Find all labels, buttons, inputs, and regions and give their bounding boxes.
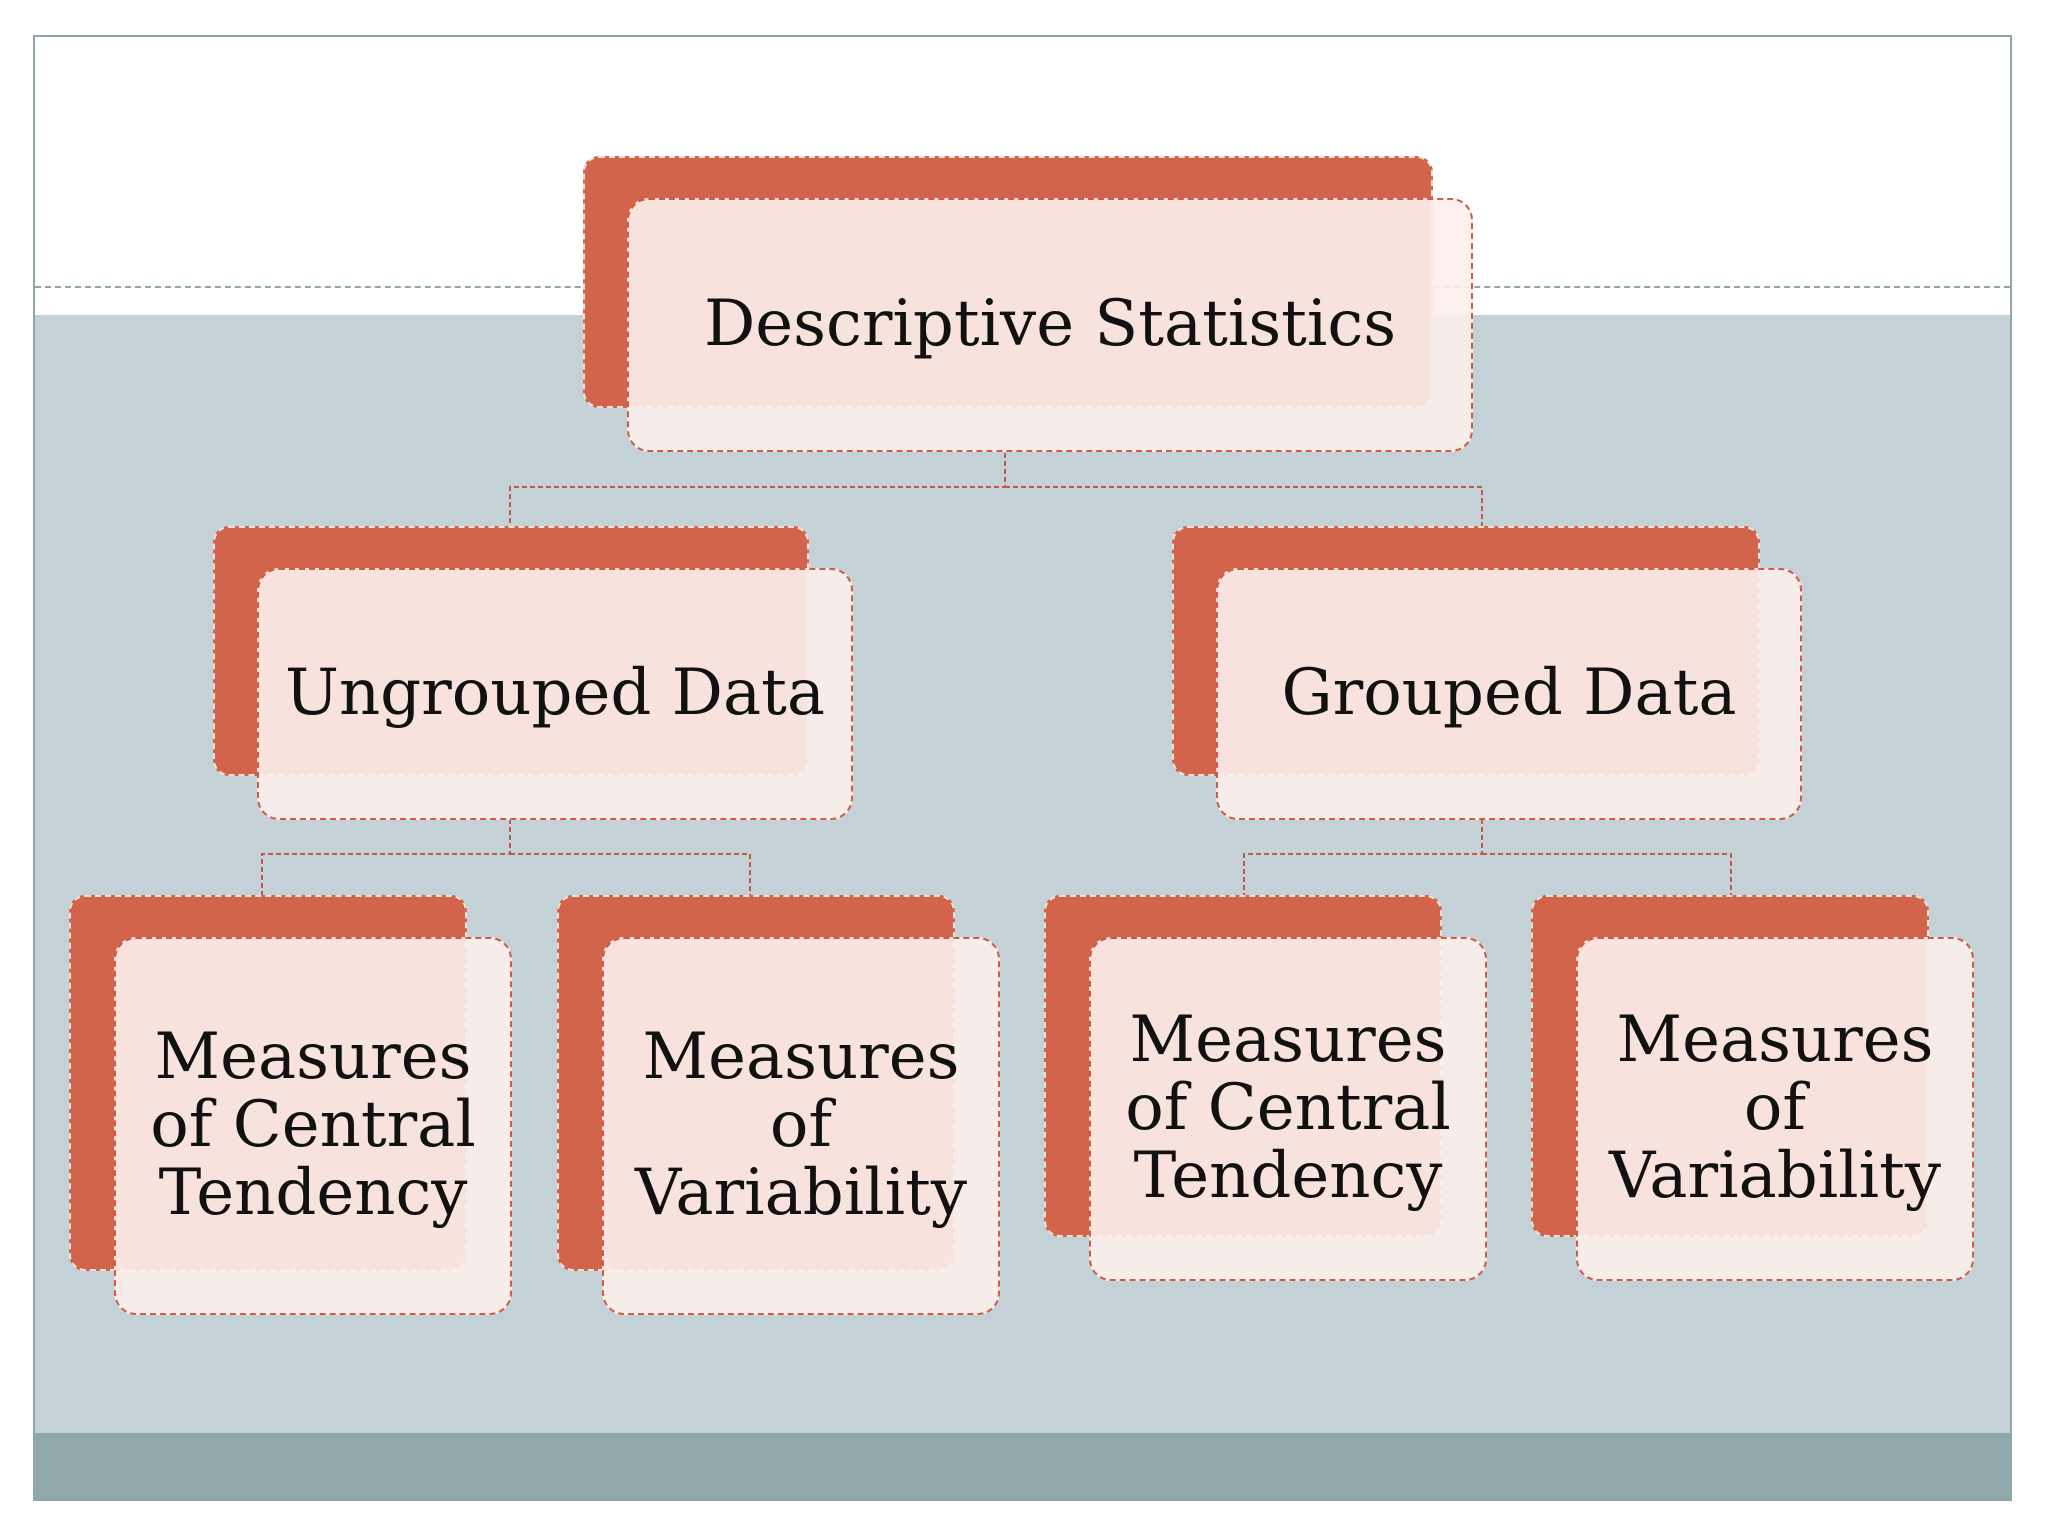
slide: Descriptive Statistics Ungrouped Data Gr… <box>33 35 2012 1501</box>
node-label: Grouped Data <box>1281 656 1737 731</box>
connector-ungrouped-to-central <box>261 819 511 899</box>
node-ungrouped-variability: Measures of Variability <box>557 895 1000 1315</box>
node-grouped-variability: Measures of Variability <box>1531 895 1974 1281</box>
node-label: Measures of Variability <box>635 1020 967 1230</box>
node-grouped-central-tendency: Measures of Central Tendency <box>1044 895 1487 1281</box>
node-ungrouped-central-tendency: Measures of Central Tendency <box>69 895 512 1315</box>
node-ungrouped-data: Ungrouped Data <box>213 526 853 820</box>
connector-root-to-grouped <box>1005 486 1483 527</box>
node-front-panel: Grouped Data <box>1216 568 1802 820</box>
node-label: Measures of Central Tendency <box>150 1020 476 1230</box>
node-front-panel: Measures of Central Tendency <box>1089 937 1487 1281</box>
node-front-panel: Measures of Central Tendency <box>114 937 512 1315</box>
node-label: Descriptive Statistics <box>703 287 1397 362</box>
node-front-panel: Descriptive Statistics <box>627 198 1473 452</box>
node-grouped-data: Grouped Data <box>1172 526 1802 820</box>
connector-grouped-to-variability <box>1482 853 1732 899</box>
connector-lines <box>261 453 1732 899</box>
connector-grouped-to-central <box>1243 819 1483 899</box>
connector-root-to-ungrouped <box>509 453 1006 527</box>
node-front-panel: Measures of Variability <box>602 937 1000 1315</box>
node-label: Measures of Variability <box>1609 1003 1941 1213</box>
node-descriptive-statistics: Descriptive Statistics <box>583 156 1473 452</box>
connector-ungrouped-to-variability <box>510 853 751 899</box>
node-label: Measures of Central Tendency <box>1125 1003 1451 1213</box>
node-label: Ungrouped Data <box>285 656 825 731</box>
footer-band <box>35 1433 2010 1499</box>
node-front-panel: Measures of Variability <box>1576 937 1974 1281</box>
node-front-panel: Ungrouped Data <box>257 568 853 820</box>
